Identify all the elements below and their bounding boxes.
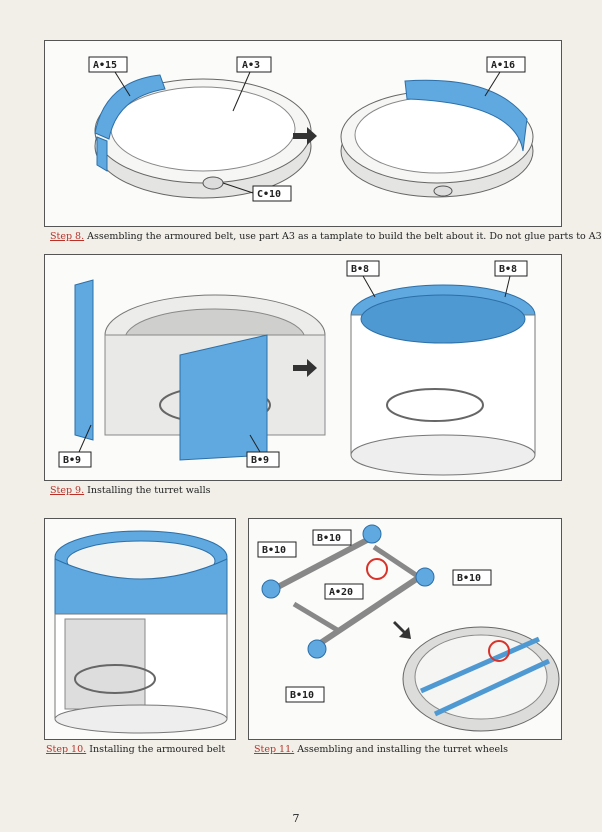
wheel-frame (261, 524, 435, 659)
step11-caption: Step 11. Assembling and installing the t… (254, 744, 508, 755)
svg-text:B•9: B•9 (63, 455, 81, 466)
turret-ring-wheels (402, 626, 560, 732)
turret-ring-right (350, 284, 536, 476)
label-B8-right: B•8 (494, 260, 528, 277)
step11-text: Assembling and installing the turret whe… (294, 744, 509, 755)
step8-text: Assembling the armoured belt, use part A… (84, 231, 602, 242)
turret-ring-left (74, 279, 326, 461)
label-A20: A•20 (324, 583, 364, 600)
svg-text:B•10: B•10 (317, 533, 341, 544)
svg-text:B•10: B•10 (262, 545, 286, 556)
highlight-circle-2 (488, 640, 510, 662)
svg-text:A•20: A•20 (329, 587, 353, 598)
label-A15: A•15 (88, 56, 128, 73)
step8-arrow (293, 127, 317, 145)
step8-number: Step 8. (50, 231, 85, 242)
svg-text:B•8: B•8 (351, 264, 369, 275)
step9-panel: B•9 B•9 B•8 B•8 (44, 254, 562, 481)
step10-text: Installing the armoured belt (86, 744, 226, 755)
label-A3: A•3 (236, 56, 272, 73)
svg-text:C•10: C•10 (257, 189, 281, 200)
step11-panel: B•10 B•10 A•20 B•10 B•10 (248, 518, 562, 740)
step10-panel (44, 518, 236, 740)
turret-base-left (94, 74, 312, 199)
svg-text:B•8: B•8 (499, 264, 517, 275)
label-B10-top: B•10 (312, 529, 352, 546)
step9-arrow (293, 359, 317, 377)
step10-illustration (54, 530, 228, 734)
svg-text:A•15: A•15 (93, 60, 117, 71)
step8-caption: Step 8. Assembling the armoured belt, us… (50, 231, 602, 242)
label-B10-right: B•10 (452, 569, 492, 586)
label-C10: C•10 (252, 185, 292, 202)
step11-illustration: B•10 B•10 A•20 B•10 B•10 (257, 524, 560, 732)
page-number: 7 (292, 812, 300, 825)
svg-text:B•9: B•9 (251, 455, 269, 466)
step9-text: Installing the turret walls (84, 485, 211, 496)
label-B9-left: B•9 (58, 451, 92, 468)
step10-caption: Step 10. Installing the armoured belt (46, 744, 225, 755)
svg-text:B•10: B•10 (457, 573, 481, 584)
svg-text:A•3: A•3 (242, 60, 260, 71)
step11-arrow (393, 621, 411, 639)
step8-panel: A•15 A•3 C•10 A•16 (44, 40, 562, 227)
step9-caption: Step 9. Installing the turret walls (50, 485, 211, 496)
step8-illustration: A•15 A•3 C•10 A•16 (88, 56, 534, 202)
turret-base-right (340, 79, 534, 198)
label-B8-left: B•8 (346, 260, 380, 277)
step9-illustration: B•9 B•9 B•8 B•8 (58, 260, 536, 476)
step9-number: Step 9. (50, 485, 85, 496)
label-A16: A•16 (486, 56, 526, 73)
svg-text:B•10: B•10 (290, 690, 314, 701)
svg-text:A•16: A•16 (491, 60, 515, 71)
highlight-circle-1 (366, 558, 388, 580)
label-B10-bottom: B•10 (285, 686, 325, 703)
label-B10-left: B•10 (257, 541, 297, 558)
label-B9-right: B•9 (246, 451, 280, 468)
step10-number: Step 10. (46, 744, 87, 755)
step11-number: Step 11. (254, 744, 295, 755)
